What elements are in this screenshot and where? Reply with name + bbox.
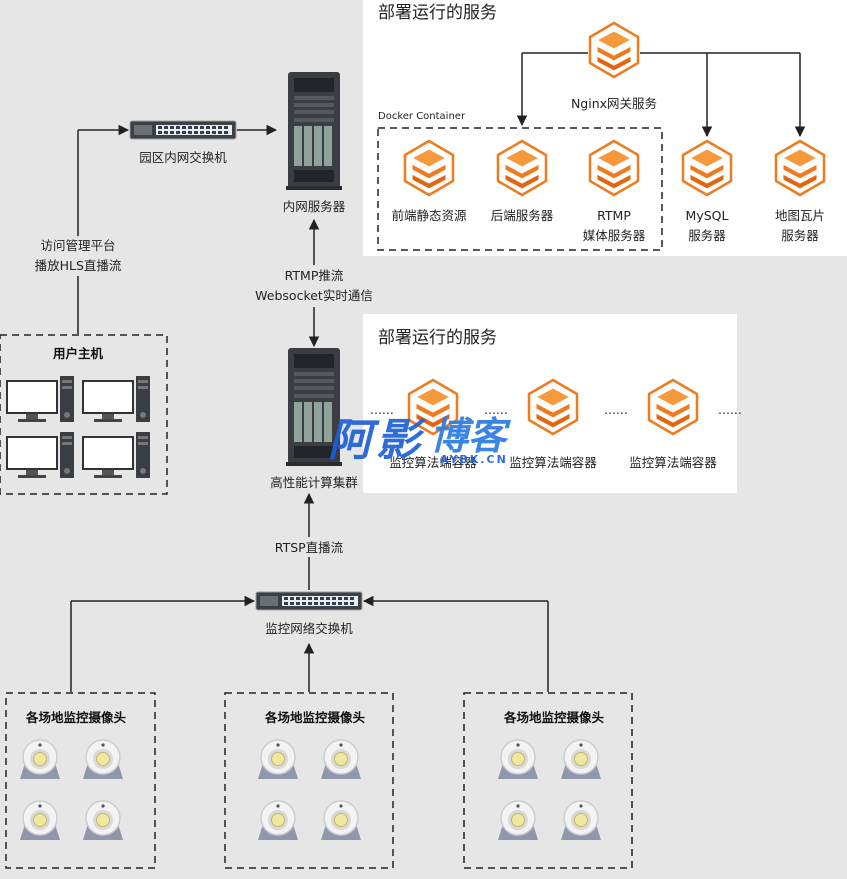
desktop-icon-2 [82,376,150,422]
desktop-icon-3 [6,432,74,478]
camera-icon-3d [560,800,602,841]
camera-group-box-3 [463,692,633,869]
watermark-char-a: 阿 [328,415,380,466]
camera-icon-3b [560,739,602,780]
campus-switch-icon [129,120,237,140]
docker-container-label: Docker Container [378,111,466,122]
map-tiles-service-label-2: 服务器 [781,228,819,243]
user-hosts-box [0,334,168,495]
camera-icon-2d [320,800,362,841]
map-tiles-service-label-1: 地图瓦片 [775,208,825,223]
mid-panel-title: 部署运行的服务 [378,328,497,348]
backend-service-label: 后端服务器 [491,208,554,223]
desktop-icon-1 [6,376,74,422]
algo-container-label-2: 监控算法端容器 [509,455,597,470]
watermark-char-b: 影 [376,415,426,466]
mysql-service-label-1: MySQL [686,208,729,223]
camera-icon-2a [257,739,299,780]
docker-container-box [377,127,663,251]
camera-icon-3c [497,800,539,841]
camera-group-label-2: 各场地监控摄像头 [264,710,366,725]
dots-2: ...... [484,402,508,417]
watermark-domain: AYBK.CN [440,453,508,466]
camera-group-label-3: 各场地监控摄像头 [503,710,605,725]
monitor-switch-icon [255,591,363,611]
camera-group-label-1: 各场地监控摄像头 [25,710,127,725]
camera-icon-2c [257,800,299,841]
monitor-switch-label: 监控网络交换机 [265,621,353,636]
hls-stream-label: 播放HLS直播流 [35,258,122,273]
camera-icon-1d [82,800,124,841]
camera-icon-1c [19,800,61,841]
desktop-icon-4 [82,432,150,478]
rtmp-push-label: RTMP推流 [285,268,344,283]
dots-4: ...... [718,402,742,417]
intranet-server-label: 内网服务器 [283,199,346,214]
camera-icon-1a [19,739,61,780]
camera-to-switch-edges [70,595,549,692]
rtmp-service-label-2: 媒体服务器 [583,228,646,243]
nginx-routing-edges [516,52,806,138]
camera-icon-1b [82,739,124,780]
algo-container-label-1: 监控算法端容器 [389,455,477,470]
camera-group-box-2 [224,692,394,869]
dots-1: ...... [370,402,394,417]
intranet-server-icon [286,72,342,190]
watermark-text: 博客 [430,414,511,458]
dots-3: ...... [604,402,628,417]
algo-container-label-3: 监控算法端容器 [629,455,717,470]
camera-group-box-1 [5,692,156,869]
camera-icon-3a [497,739,539,780]
access-platform-label: 访问管理平台 [40,238,115,253]
rtsp-stream-label: RTSP直播流 [275,540,344,555]
user-hosts-label: 用户主机 [52,346,104,361]
user-to-switch-edge [77,124,130,334]
camera-icon-2b [320,739,362,780]
rtmp-service-label-1: RTMP [597,208,631,223]
hpc-cluster-label: 高性能计算集群 [270,475,358,490]
frontend-service-label: 前端静态资源 [391,208,467,223]
websocket-label: Websocket实时通信 [255,288,373,303]
top-panel-title: 部署运行的服务 [378,3,497,23]
watermark-logo: 阿 影 博客 AYBK.CN [328,414,511,466]
nginx-service-label: Nginx网关服务 [571,96,657,111]
mysql-service-label-2: 服务器 [688,228,726,243]
campus-switch-label: 园区内网交换机 [139,150,227,165]
